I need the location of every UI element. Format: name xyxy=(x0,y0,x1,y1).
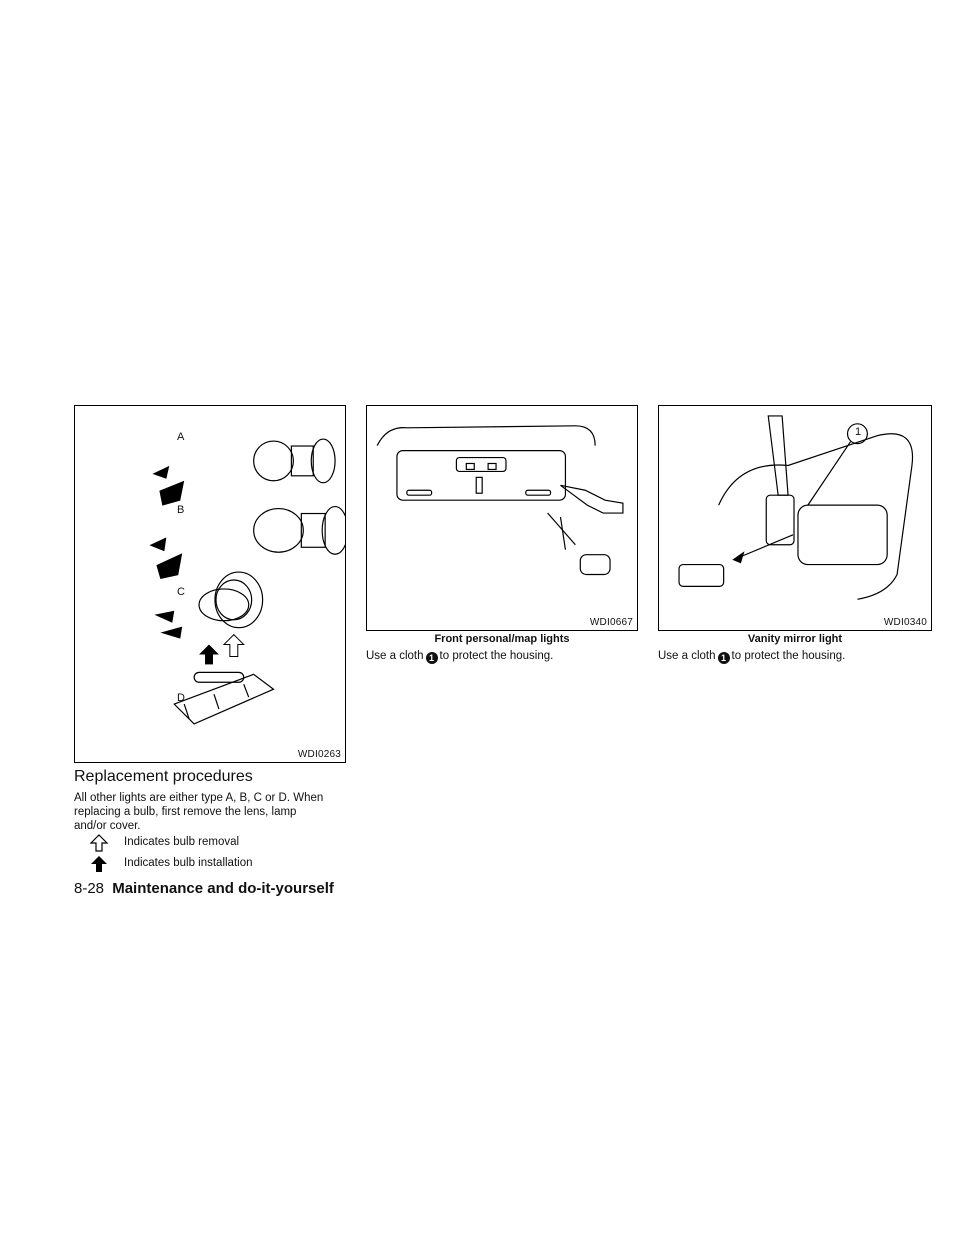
paragraph-line: and/or cover. xyxy=(74,820,141,832)
callout-number: 1 xyxy=(855,426,862,438)
bulb-label-d: D xyxy=(177,692,185,704)
figure-code: WDI0263 xyxy=(297,749,341,760)
bulb-label-c: C xyxy=(177,586,185,598)
section-title: Maintenance and do-it-yourself xyxy=(112,880,334,897)
vanity-light-illustration xyxy=(678,415,914,600)
callout-number-icon: 1 xyxy=(717,652,730,664)
legend-text: Indicates bulb removal xyxy=(124,836,240,848)
bulb-types-figure: A B C D WDI0263 xyxy=(74,405,346,763)
legend-removal: Indicates bulb removal xyxy=(89,834,240,852)
page-footer: 8-28 Maintenance and do-it-yourself xyxy=(74,880,334,897)
instruction-text-before: Use a cloth xyxy=(366,650,424,662)
vanity-light-figure: 1 WDI0340 xyxy=(658,405,932,631)
legend-text: Indicates bulb installation xyxy=(124,857,253,869)
callout-number-icon: 1 xyxy=(425,652,438,664)
outline-up-arrow-icon xyxy=(89,834,109,852)
page-number: 8-28 xyxy=(74,880,105,897)
solid-up-arrow-icon xyxy=(91,856,107,872)
bulb-label-a: A xyxy=(177,431,185,443)
front-lights-figure: WDI0667 xyxy=(366,405,638,631)
front-lights-illustration xyxy=(376,425,624,576)
section-heading: Replacement procedures xyxy=(74,768,253,785)
instruction-text-after: to protect the housing. xyxy=(439,650,554,662)
figure-code: WDI0340 xyxy=(883,617,927,628)
instruction-text-before: Use a cloth xyxy=(658,650,716,662)
instruction-text-after: to protect the housing. xyxy=(731,650,846,662)
replacement-paragraph: All other lights are either type A, B, C… xyxy=(74,791,346,833)
legend-installation: Indicates bulb installation xyxy=(91,856,253,872)
paragraph-line: All other lights are either type A, B, C… xyxy=(74,792,324,804)
paragraph-line: replacing a bulb, first remove the lens,… xyxy=(74,806,297,818)
figure-code: WDI0667 xyxy=(589,617,633,628)
vanity-light-caption: Vanity mirror light xyxy=(747,633,843,645)
bulb-label-b: B xyxy=(177,504,185,516)
front-lights-caption: Front personal/map lights xyxy=(434,633,570,645)
bulb-types-illustration xyxy=(149,438,345,725)
